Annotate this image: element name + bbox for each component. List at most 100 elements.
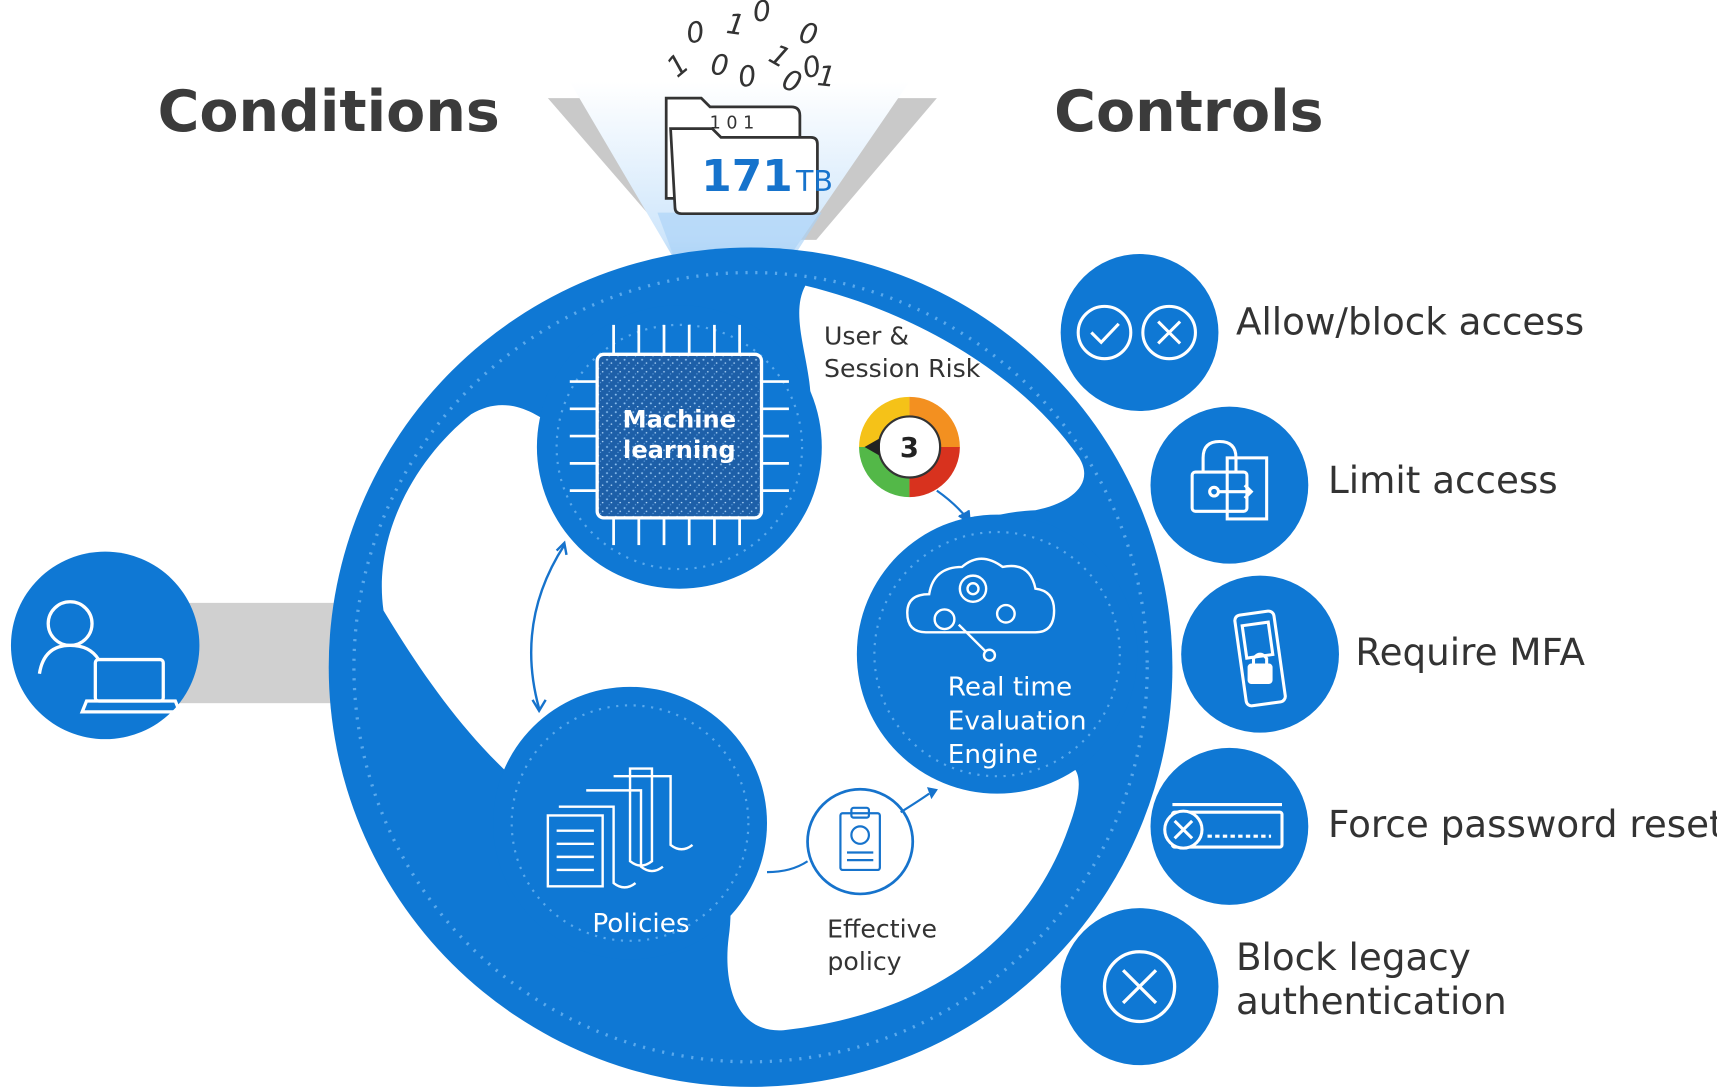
risk-score: 3: [900, 433, 919, 464]
binary-digit: 0: [736, 59, 759, 94]
folder-size-unit: TB: [795, 165, 833, 198]
gear-large-hub: [966, 582, 980, 596]
x-circle-outline: [1102, 950, 1177, 1024]
control-label-limit-access: Limit access: [1328, 459, 1558, 502]
control-block-legacy: [1060, 908, 1219, 1066]
binary-digit: 1: [724, 7, 747, 42]
binary-digit: 0: [751, 0, 772, 29]
phone-screen: [1240, 620, 1275, 660]
evaluation-engine-node: Real time Evaluation Engine: [856, 514, 1138, 794]
clipboard-clip: [850, 806, 871, 819]
risk-label-line2: Session Risk: [824, 354, 981, 383]
clipboard-icon: [839, 806, 881, 872]
phone-body: [1233, 609, 1287, 708]
check-mark: [1090, 322, 1120, 345]
reset-x-mark: [1173, 819, 1194, 840]
check-circle: [1076, 304, 1133, 361]
evaluation-node-circle: [856, 514, 1138, 794]
binary-digits: 0 1 0 0 1 0 0 0 1 0 1: [660, 0, 837, 100]
x-mark: [1157, 320, 1182, 345]
document-sheet: [628, 767, 654, 867]
effective-policy-circle: [806, 787, 915, 896]
documents-icon: [546, 767, 694, 889]
control-circle: [1060, 254, 1219, 411]
chip-pins: [569, 324, 789, 546]
policy-to-effective-line: [767, 860, 809, 874]
clipboard-board: [839, 812, 881, 872]
evaluation-node-dots: [873, 530, 1121, 778]
binary-digit: 0: [796, 16, 821, 52]
control-limit-access: [1150, 406, 1309, 564]
x-circle-mark: [1121, 969, 1158, 1005]
window-frame: [1225, 456, 1269, 521]
document-sheet: [586, 789, 664, 873]
effective-arrow-head: [926, 787, 938, 800]
effective-policy-node: Effective policy: [767, 787, 938, 976]
x-circle: [1141, 304, 1197, 361]
folder-front: [669, 127, 819, 216]
folder-size-number: 171: [701, 151, 792, 202]
clipboard-check: [850, 825, 871, 845]
conditions-heading: Conditions: [158, 79, 500, 145]
evaluation-label-line1: Real time: [948, 673, 1072, 703]
control-allow-block: [1060, 254, 1219, 411]
lock-shackle: [1201, 439, 1238, 473]
phone-lock: [1247, 663, 1273, 684]
user-device: [10, 551, 200, 740]
phone-lock-shackle: [1251, 652, 1269, 666]
ml-label-line2: learning: [623, 436, 736, 464]
gear-large: [958, 574, 988, 603]
window-arrow: [1218, 484, 1254, 500]
effective-policy-line1: Effective: [827, 915, 937, 944]
control-force-password-reset: [1150, 747, 1309, 905]
laptop-base: [79, 699, 183, 714]
binary-digit: 1: [816, 59, 837, 94]
gear-small: [933, 608, 956, 631]
effective-to-engine-arrow: [900, 792, 930, 814]
effective-policy-line2: policy: [827, 947, 901, 976]
folder-back-digits: 1 0 1: [710, 114, 755, 134]
machine-learning-node: Machine learning: [536, 305, 822, 589]
binary-digit: 0: [710, 48, 730, 82]
control-circle: [1150, 406, 1309, 564]
policies-label: Policies: [592, 909, 689, 939]
risk-label-line1: User &: [824, 322, 909, 351]
binary-digit: 0: [684, 15, 708, 51]
binary-digit: 1: [660, 47, 695, 84]
document-front: [546, 814, 604, 888]
arrow-head-top: [555, 540, 568, 556]
risk-gauge: 3: [859, 396, 960, 498]
control-label-block-legacy-line2: authentication: [1236, 980, 1507, 1023]
x-circle-icon: [1102, 950, 1177, 1024]
cloud-outline: [906, 557, 1056, 634]
controls-heading: Controls: [1054, 79, 1323, 145]
gear-small-right: [995, 603, 1016, 624]
control-label-block-legacy-line1: Block legacy: [1236, 936, 1471, 979]
cloud-gears-icon: [906, 557, 1056, 662]
document-sheet: [558, 805, 637, 889]
user-body: [37, 643, 101, 675]
chip-icon: [595, 352, 764, 520]
user-laptop-icon: [37, 600, 183, 714]
phone-lock-icon: [1233, 609, 1287, 708]
ml-node-dots: [555, 323, 804, 571]
wrench-end: [982, 648, 997, 662]
risk-gauge-needle: [864, 438, 880, 456]
control-circle: [1150, 747, 1309, 905]
arrow-curve: [530, 544, 566, 709]
document-sheet: [613, 775, 694, 851]
control-label-force-password-reset: Force password reset: [1328, 803, 1717, 846]
control-label-allow-block: Allow/block access: [1236, 301, 1584, 344]
policies-node-dots: [510, 704, 750, 942]
policies-node: Policies: [493, 686, 768, 960]
evaluation-label-line2: Evaluation: [948, 706, 1087, 736]
ml-label-line1: Machine: [623, 405, 736, 433]
control-label-require-mfa: Require MFA: [1355, 631, 1585, 674]
bidirectional-arrow: [530, 540, 568, 714]
password-reset-icon: [1163, 803, 1284, 850]
wrench-handle: [957, 623, 988, 653]
